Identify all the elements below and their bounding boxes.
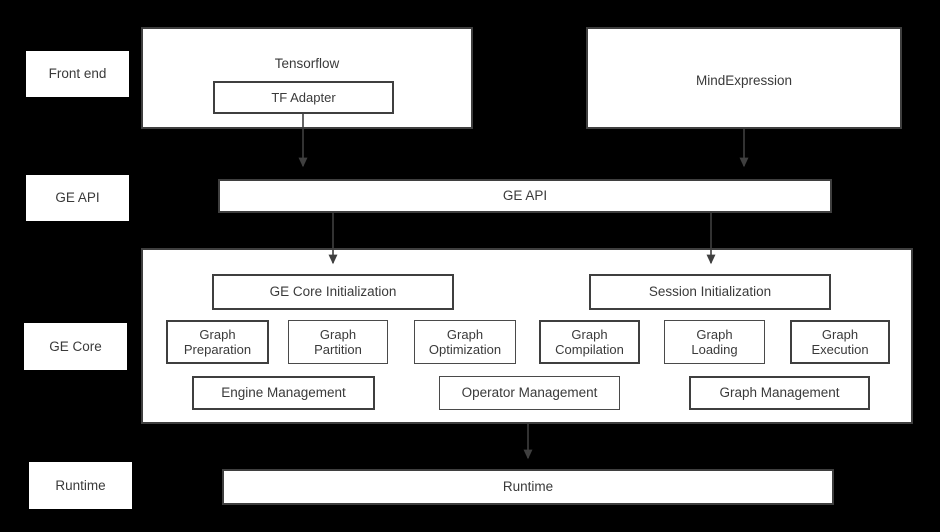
stage-label-ge-core-text: GE Core bbox=[49, 338, 102, 354]
graph-execution-label: Graph Execution bbox=[811, 326, 869, 357]
stage-label-front-end-text: Front end bbox=[48, 66, 107, 82]
graph-partition-label: Graph Partition bbox=[314, 326, 362, 357]
graph-compilation-label: Graph Compilation bbox=[555, 326, 624, 357]
ge-core-initialization-label: GE Core Initialization bbox=[269, 284, 397, 300]
tf-adapter-box[interactable]: TF Adapter bbox=[213, 81, 394, 114]
graph-management-label: Graph Management bbox=[719, 385, 840, 401]
stage-label-runtime: Runtime bbox=[29, 462, 132, 509]
stage-label-ge-api: GE API bbox=[26, 175, 129, 221]
graph-loading-box[interactable]: Graph Loading bbox=[664, 320, 765, 364]
mindexpression-panel[interactable]: MindExpression bbox=[586, 27, 902, 129]
stage-label-runtime-text: Runtime bbox=[55, 477, 106, 493]
mindexpression-panel-title: MindExpression bbox=[695, 73, 793, 88]
operator-management-box[interactable]: Operator Management bbox=[439, 376, 620, 410]
graph-preparation-box[interactable]: Graph Preparation bbox=[166, 320, 269, 364]
graph-compilation-box[interactable]: Graph Compilation bbox=[539, 320, 640, 364]
ge-api-bar[interactable]: GE API bbox=[218, 179, 832, 213]
stage-label-ge-api-text: GE API bbox=[55, 190, 100, 206]
graph-partition-box[interactable]: Graph Partition bbox=[288, 320, 388, 364]
session-initialization-label: Session Initialization bbox=[648, 284, 772, 300]
graph-preparation-label: Graph Preparation bbox=[183, 326, 252, 357]
tensorflow-panel-title: Tensorflow bbox=[274, 56, 340, 71]
graph-management-box[interactable]: Graph Management bbox=[689, 376, 870, 410]
tf-adapter-label: TF Adapter bbox=[271, 89, 336, 105]
graph-execution-box[interactable]: Graph Execution bbox=[790, 320, 890, 364]
runtime-bar[interactable]: Runtime bbox=[222, 469, 834, 505]
graph-loading-label: Graph Loading bbox=[691, 326, 738, 357]
stage-label-ge-core: GE Core bbox=[24, 323, 127, 370]
runtime-bar-label: Runtime bbox=[502, 479, 554, 495]
graph-optimization-label: Graph Optimization bbox=[428, 326, 502, 357]
graph-optimization-box[interactable]: Graph Optimization bbox=[414, 320, 516, 364]
ge-core-initialization-box[interactable]: GE Core Initialization bbox=[212, 274, 454, 310]
session-initialization-box[interactable]: Session Initialization bbox=[589, 274, 831, 310]
stage-label-front-end: Front end bbox=[26, 51, 129, 97]
ge-api-bar-label: GE API bbox=[502, 188, 548, 204]
engine-management-box[interactable]: Engine Management bbox=[192, 376, 375, 410]
engine-management-label: Engine Management bbox=[221, 385, 346, 401]
operator-management-label: Operator Management bbox=[461, 385, 598, 401]
